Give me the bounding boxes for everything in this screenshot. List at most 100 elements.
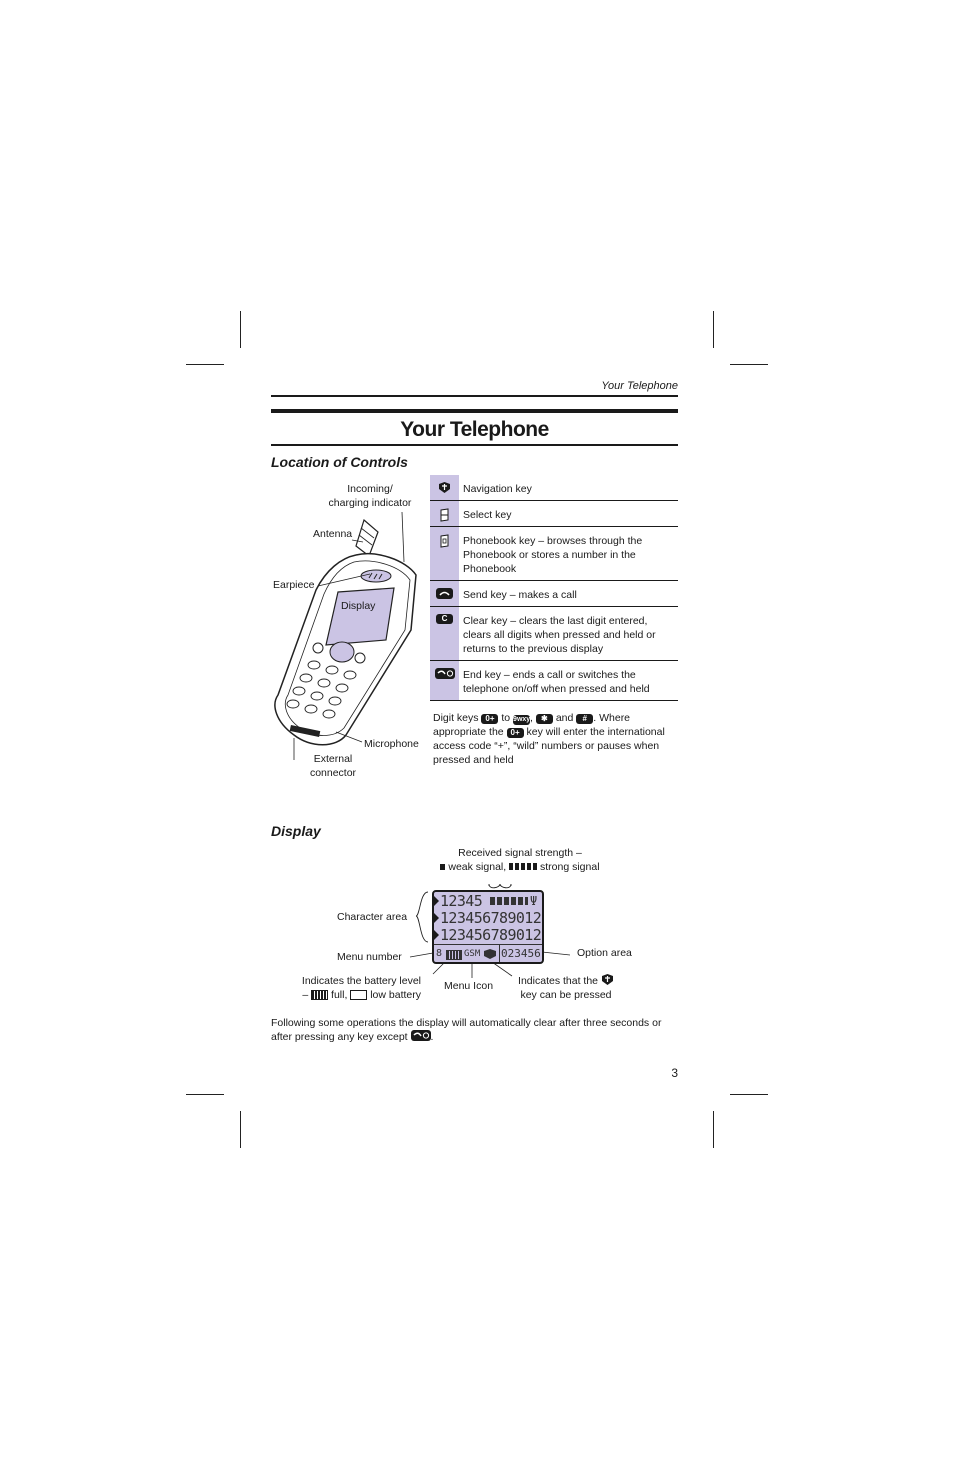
lcd-network: GSM [464, 949, 481, 959]
incoming-label: Incoming/ charging indicator [320, 482, 420, 510]
signal-caption-line: weak signal, strong signal [420, 860, 620, 874]
lcd-menu-number: 8 [436, 948, 443, 959]
earpiece-label: Earpiece [273, 579, 315, 591]
send-key-icon [430, 581, 459, 606]
key-description: Phonebook key – browses through the Phon… [463, 535, 643, 575]
footnote-text: Following some operations the display wi… [271, 1017, 662, 1043]
header-rule [271, 395, 678, 397]
end-key-icon [410, 1030, 431, 1041]
crop-mark [730, 364, 768, 365]
signal-caption-text: Received signal strength – [458, 847, 582, 859]
external-text: External [313, 753, 353, 765]
end-key-icon [430, 661, 459, 700]
battery-caption-text: low battery [370, 989, 421, 1001]
clear-key-icon: C [430, 607, 459, 660]
digit-note-text: , [530, 712, 533, 724]
battery-low-icon [350, 990, 368, 1001]
key-description: Navigation key [463, 483, 532, 495]
external-connector-label: External connector [300, 752, 366, 780]
signal-caption-text: strong signal [540, 861, 600, 873]
signal-strength-caption: Received signal strength – weak signal, … [420, 846, 620, 874]
display-heading: Display [271, 823, 321, 839]
key-row-send: Send key – makes a call [430, 581, 678, 607]
battery-level-label: Indicates the battery level – full, low … [289, 974, 421, 1002]
crop-mark [713, 311, 714, 348]
lcd-row-3: 123456789012 [440, 926, 542, 944]
signal-caption-text: weak signal, [448, 861, 507, 873]
display-label: Display [341, 600, 376, 612]
antenna-icon: Ψ [530, 894, 538, 908]
menu-number-label: Menu number [337, 951, 402, 963]
menu-navigation-icon [484, 949, 496, 959]
digit-note-text: key will enter the international access … [433, 726, 665, 766]
row-marker-icon [434, 930, 439, 940]
signal-bars-icon [490, 897, 528, 905]
crop-mark [713, 1111, 714, 1148]
digit-note-text: and [555, 712, 574, 724]
crop-mark [240, 311, 241, 348]
phone-illustration [274, 511, 417, 760]
lcd-row-1: 12345 [440, 892, 483, 910]
battery-caption-text: – [302, 989, 309, 1001]
display-footnote: Following some operations the display wi… [271, 1017, 662, 1043]
crop-mark [186, 364, 224, 365]
key-description: End key – ends a call or switches the te… [463, 669, 650, 695]
crop-mark [240, 1111, 241, 1148]
option-area-label: Option area [577, 947, 632, 959]
battery-full-icon [446, 950, 462, 960]
zero-key-icon: 0+ [506, 728, 524, 738]
key-row-navigation: Navigation key [430, 475, 678, 501]
menu-icon-label: Menu Icon [444, 980, 494, 992]
key-description: Send key – makes a call [463, 589, 577, 601]
running-title: Your Telephone [601, 380, 678, 392]
star-key-icon: ✱ [535, 714, 553, 724]
digit-note-text: Digit keys [433, 712, 479, 724]
microphone-label: Microphone [364, 738, 419, 750]
page-number: 3 [671, 1066, 678, 1080]
clear-glyph: C [436, 614, 453, 624]
crop-mark [730, 1094, 768, 1095]
nine-key-icon: 9wxyz [513, 715, 534, 725]
character-area-label: Character area [337, 911, 408, 923]
navigation-indicator-label: Indicates that the key can be pressed [511, 974, 621, 1002]
lcd-status-bar: 8 GSM 023456 [434, 944, 542, 962]
key-table: Navigation key Select key Phonebook key … [430, 475, 678, 701]
key-row-select: Select key [430, 501, 678, 527]
navigation-key-icon [601, 974, 613, 985]
lcd-option-area: 023456 [499, 945, 541, 962]
digit-keys-note: Digit keys 0+ to 9wxyz, ✱ and #. Where a… [433, 711, 679, 767]
hash-key-icon: # [576, 714, 594, 724]
digit-note-text: . Where appropriate the [433, 712, 631, 738]
nav-caption-line: Indicates that the [511, 974, 621, 988]
page-title: Your Telephone [400, 418, 549, 441]
nav-caption-text: Indicates that the [518, 975, 599, 987]
battery-caption-text: full, [331, 989, 348, 1001]
phonebook-key-icon [430, 527, 459, 580]
digit-note-text: to [501, 712, 511, 724]
title-rule-top [271, 409, 678, 413]
nav-caption-text: key can be pressed [520, 989, 612, 1001]
connector-text: connector [309, 767, 357, 779]
lcd-display: 12345 Ψ 123456789012 123456789012 8 GSM … [432, 890, 544, 964]
incoming-text: Incoming/ [347, 483, 393, 495]
battery-caption-line: – full, low battery [289, 988, 421, 1002]
battery-full-icon [311, 990, 329, 1001]
zero-key-icon: 0+ [481, 714, 499, 724]
navigation-key-icon [430, 475, 459, 500]
weak-signal-icon [440, 864, 446, 870]
crop-mark [186, 1094, 224, 1095]
lcd-row-2: 123456789012 [440, 909, 542, 927]
strong-signal-icon [509, 863, 538, 870]
select-key-icon [430, 501, 459, 526]
title-rule-bottom [271, 444, 678, 446]
location-of-controls-heading: Location of Controls [271, 454, 408, 470]
key-row-clear: C Clear key – clears the last digit ente… [430, 607, 678, 661]
key-description: Select key [463, 509, 512, 521]
key-row-phonebook: Phonebook key – browses through the Phon… [430, 527, 678, 581]
charging-text: charging indicator [328, 497, 412, 509]
key-row-end: End key – ends a call or switches the te… [430, 661, 678, 701]
row-marker-icon [434, 913, 439, 923]
key-description: Clear key – clears the last digit entere… [463, 615, 656, 655]
row-marker-icon [434, 896, 439, 906]
display-leader-lines [409, 883, 571, 978]
